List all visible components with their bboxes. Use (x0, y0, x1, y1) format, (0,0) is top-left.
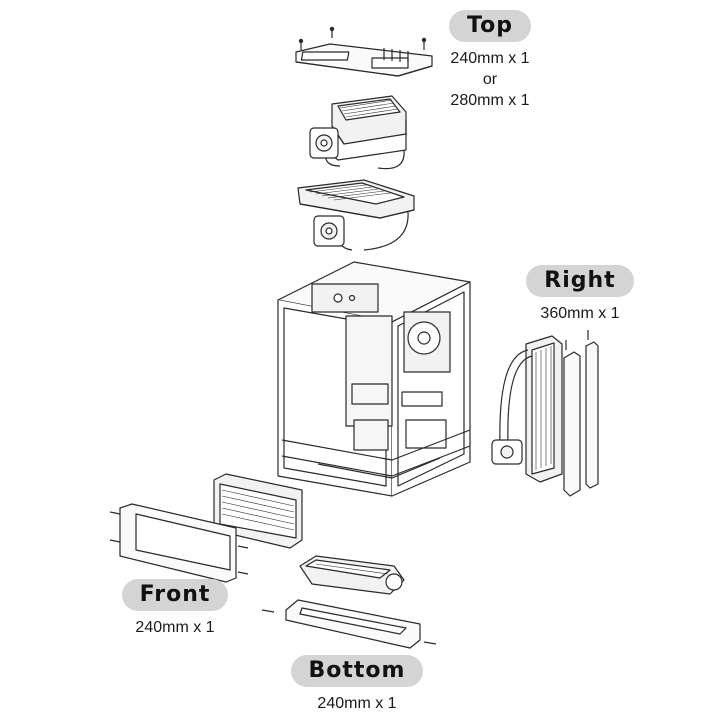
bottom-bracket (262, 600, 436, 648)
top-radiator-280 (298, 180, 414, 250)
label-bottom: Bottom 240mm x 1 (282, 655, 432, 714)
label-top-line-2: or (482, 71, 498, 88)
label-front: Front 240mm x 1 (115, 579, 235, 638)
label-top-title: Top (449, 10, 531, 42)
right-brackets (564, 330, 598, 496)
label-right-title: Right (526, 265, 634, 297)
label-top: Top 240mm x 1 or 280mm x 1 (430, 10, 550, 111)
label-top-line-1: 240mm x 1 (450, 50, 530, 67)
top-radiator-240 (310, 96, 406, 169)
front-bracket (110, 504, 248, 582)
label-top-line-3: 280mm x 1 (450, 92, 530, 109)
right-radiator-360 (492, 336, 562, 482)
label-front-line-1: 240mm x 1 (135, 619, 215, 636)
label-bottom-line-1: 240mm x 1 (317, 695, 397, 712)
pc-case (278, 262, 470, 496)
label-right-line-1: 360mm x 1 (540, 305, 620, 322)
bottom-radiator-240 (300, 556, 404, 594)
label-front-title: Front (121, 579, 229, 611)
label-right: Right 360mm x 1 (520, 265, 640, 324)
label-bottom-title: Bottom (290, 655, 424, 687)
top-bracket (296, 27, 432, 76)
